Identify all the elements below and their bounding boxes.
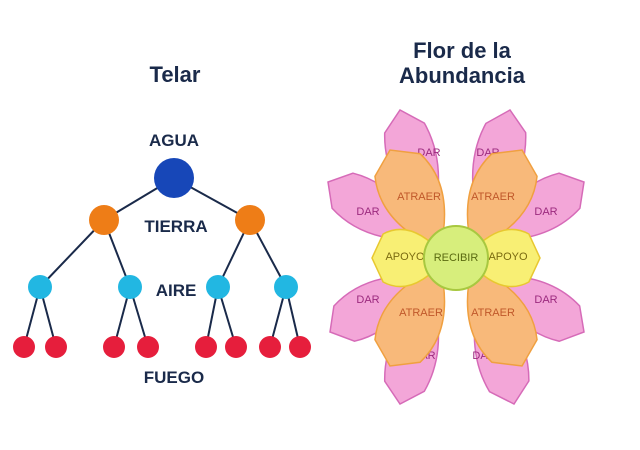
middle-petal	[466, 149, 538, 252]
flower-center: RECIBIR	[423, 225, 489, 291]
center-circle	[423, 225, 489, 291]
middle-petal	[466, 264, 538, 367]
petal-label-atraer: ATRAER	[397, 191, 441, 203]
petal-label-apoyo: APOYO	[488, 251, 528, 263]
node-fuego	[259, 336, 281, 358]
tree-edge	[39, 219, 105, 288]
petal-label-dar: DAR	[356, 206, 379, 218]
flor-title-line2: Abundancia	[399, 63, 525, 88]
node-fuego	[103, 336, 125, 358]
node-fuego	[195, 336, 217, 358]
petal-label-atraer: ATRAER	[399, 307, 443, 319]
middle-petals: ATRAER ATRAER ATRAER ATRAER	[374, 149, 538, 367]
node-agua	[154, 158, 194, 198]
level-label-agua: AGUA	[149, 131, 199, 150]
petal-label-atraer: ATRAER	[471, 191, 515, 203]
flor-title-line1: Flor de la	[413, 38, 511, 63]
tree-edges	[23, 177, 301, 348]
node-fuego	[137, 336, 159, 358]
level-label-aire: AIRE	[156, 281, 197, 300]
petal-label-dar: DAR	[356, 294, 379, 306]
petal-label-dar: DAR	[534, 206, 557, 218]
telar-title: Telar	[149, 62, 201, 87]
node-tierra	[89, 205, 119, 235]
node-aire	[118, 275, 142, 299]
node-fuego	[289, 336, 311, 358]
level-label-tierra: TIERRA	[144, 217, 207, 236]
petal-label-apoyo: APOYO	[385, 251, 425, 263]
center-label-recibir: RECIBIR	[434, 252, 479, 264]
petal-label-dar: DAR	[534, 294, 557, 306]
tree-nodes	[13, 158, 311, 358]
petal-label-atraer: ATRAER	[471, 307, 515, 319]
node-fuego	[45, 336, 67, 358]
middle-petal	[374, 264, 446, 367]
middle-petal	[374, 149, 446, 252]
telar-tree: AGUA TIERRA AIRE FUEGO	[13, 131, 311, 387]
node-tierra	[235, 205, 265, 235]
node-aire	[28, 275, 52, 299]
flor-title: Flor de la Abundancia	[362, 38, 562, 88]
level-label-fuego: FUEGO	[144, 368, 204, 387]
node-aire	[206, 275, 230, 299]
node-fuego	[225, 336, 247, 358]
node-fuego	[13, 336, 35, 358]
flower-diagram: DARDARDARDARDARDARDARDAR ATRAERATRAERATR…	[327, 109, 585, 405]
node-aire	[274, 275, 298, 299]
